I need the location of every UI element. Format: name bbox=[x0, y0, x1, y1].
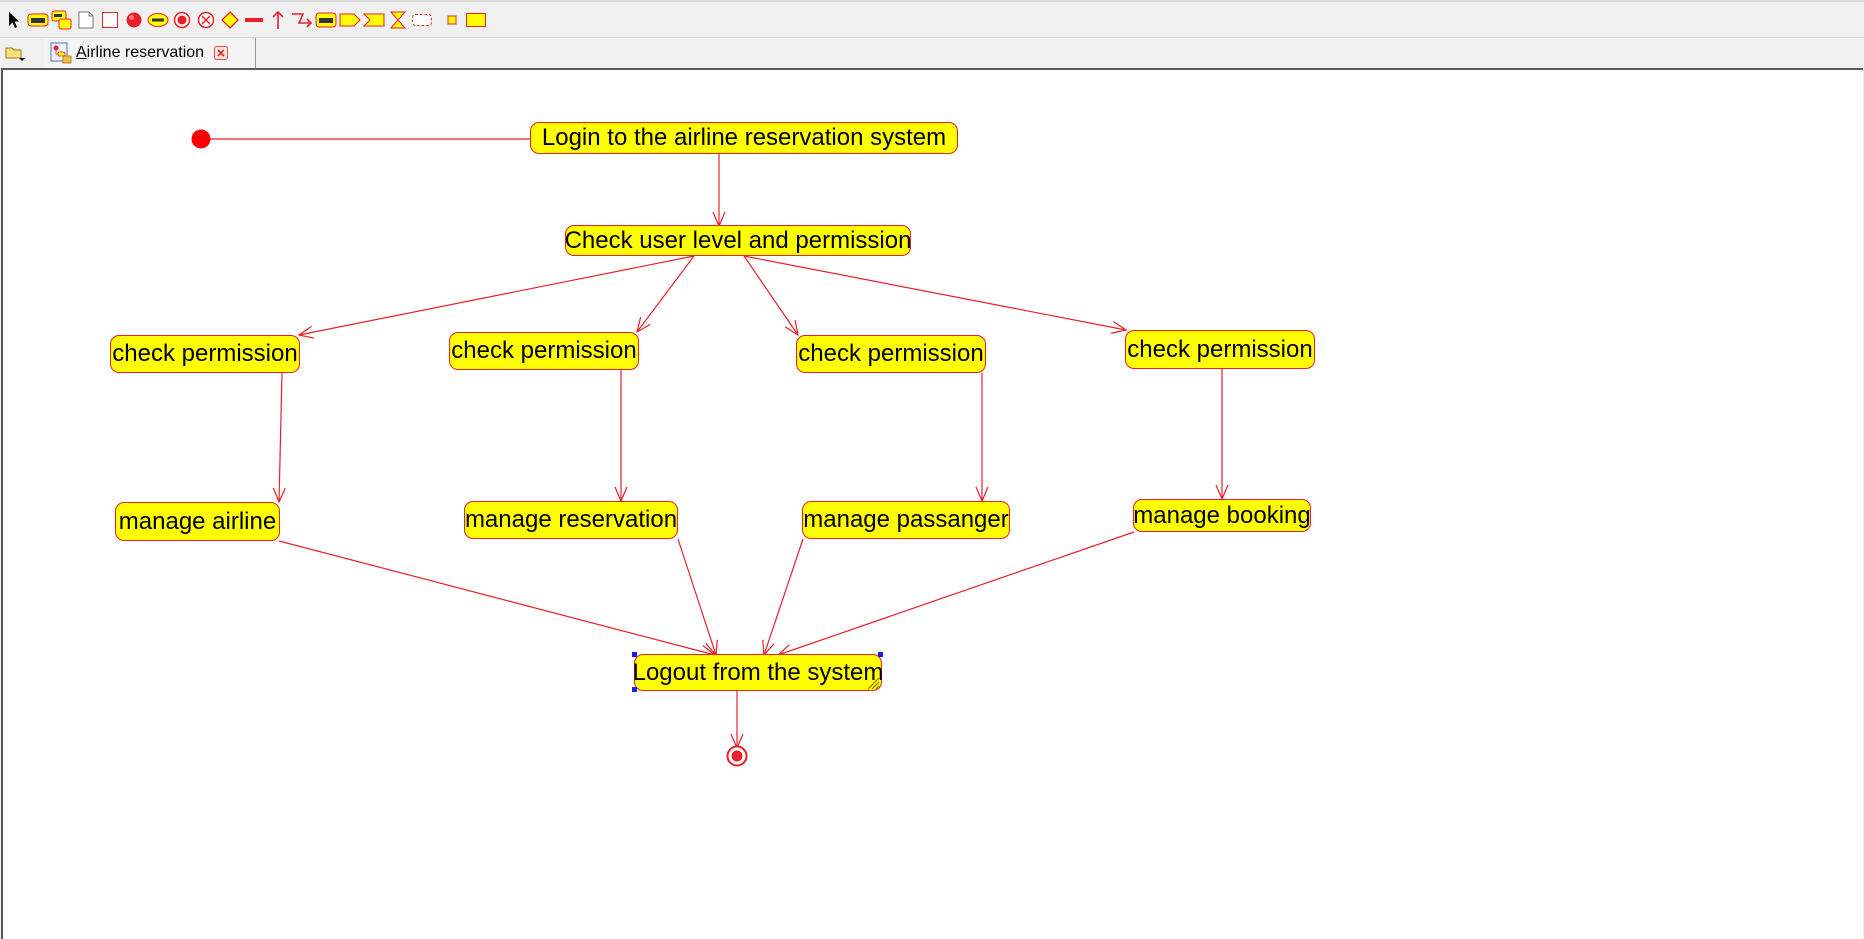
named-oval-icon[interactable] bbox=[146, 9, 170, 31]
diagram-palette-toolbar bbox=[0, 3, 1864, 38]
filled-circle-icon[interactable] bbox=[122, 9, 146, 31]
arrow-up-icon[interactable] bbox=[266, 9, 290, 31]
hourglass-icon[interactable] bbox=[386, 9, 410, 31]
select-pointer-icon[interactable] bbox=[2, 9, 26, 31]
activity-diagram-icon bbox=[48, 40, 74, 66]
state-manage-booking[interactable]: manage booking bbox=[1133, 499, 1311, 532]
state-check-permission-1[interactable]: check permission bbox=[110, 335, 300, 373]
window-top-border bbox=[0, 0, 1864, 2]
transition-check-level-to-perm3[interactable] bbox=[743, 255, 798, 335]
send-signal-icon[interactable] bbox=[338, 9, 362, 31]
final-state[interactable] bbox=[726, 745, 748, 767]
fork-bar-icon[interactable] bbox=[242, 9, 266, 31]
transition-check-level-to-perm1[interactable] bbox=[299, 255, 695, 335]
close-tab-icon[interactable] bbox=[214, 46, 229, 60]
rectangle-icon[interactable] bbox=[98, 9, 122, 31]
object-node-icon[interactable] bbox=[464, 9, 488, 31]
tab-list-dropdown-icon[interactable] bbox=[2, 41, 30, 65]
lightning-flow-icon[interactable] bbox=[290, 9, 314, 31]
final-state-icon[interactable] bbox=[170, 9, 194, 31]
state-check-permission-3[interactable]: check permission bbox=[796, 335, 986, 373]
composite-state-icon[interactable] bbox=[50, 9, 74, 31]
initial-state[interactable] bbox=[191, 129, 211, 149]
dashed-region-icon[interactable] bbox=[410, 9, 434, 31]
receive-signal-icon[interactable] bbox=[362, 9, 386, 31]
small-state-icon[interactable] bbox=[440, 9, 464, 31]
transition-manage-passanger-to-logout[interactable] bbox=[764, 538, 804, 655]
diagram-canvas[interactable]: Login to the airline reservation system … bbox=[1, 68, 1863, 939]
selection-handle-top-left[interactable] bbox=[632, 652, 637, 657]
transition-layer bbox=[191, 129, 1863, 767]
state-check-user-level[interactable]: Check user level and permission bbox=[565, 225, 911, 256]
state-manage-airline[interactable]: manage airline bbox=[115, 502, 280, 541]
resize-grip-icon[interactable] bbox=[866, 676, 880, 690]
transition-manage-booking-to-logout[interactable] bbox=[778, 531, 1135, 655]
subactivity-icon[interactable] bbox=[314, 9, 338, 31]
selection-handle-bottom-left[interactable] bbox=[632, 687, 637, 692]
tab-airline-reservation[interactable]: Airline reservation bbox=[44, 38, 256, 68]
tab-label: Airline reservation bbox=[76, 44, 205, 61]
transition-check-level-to-perm2[interactable] bbox=[637, 255, 695, 332]
state-login[interactable]: Login to the airline reservation system bbox=[530, 122, 958, 154]
state-manage-reservation[interactable]: manage reservation bbox=[464, 501, 678, 539]
transition-manage-airline-to-logout[interactable] bbox=[278, 540, 715, 655]
state-check-permission-4[interactable]: check permission bbox=[1125, 330, 1315, 369]
note-icon[interactable] bbox=[74, 9, 98, 31]
flow-final-icon[interactable] bbox=[194, 9, 218, 31]
decision-diamond-icon[interactable] bbox=[218, 9, 242, 31]
transition-check-level-to-perm4[interactable] bbox=[743, 255, 1126, 330]
transition-perm1-to-manage-airline[interactable] bbox=[279, 372, 282, 502]
state-logout[interactable]: Logout from the system bbox=[633, 654, 883, 691]
state-manage-passanger[interactable]: manage passanger bbox=[802, 501, 1010, 539]
selection-handle-top-right[interactable] bbox=[878, 652, 883, 657]
editor-tab-bar: Airline reservation bbox=[0, 38, 1864, 68]
state-check-permission-2[interactable]: check permission bbox=[449, 332, 639, 370]
transition-manage-reservation-to-logout[interactable] bbox=[677, 538, 716, 655]
activity-state-icon[interactable] bbox=[26, 9, 50, 31]
